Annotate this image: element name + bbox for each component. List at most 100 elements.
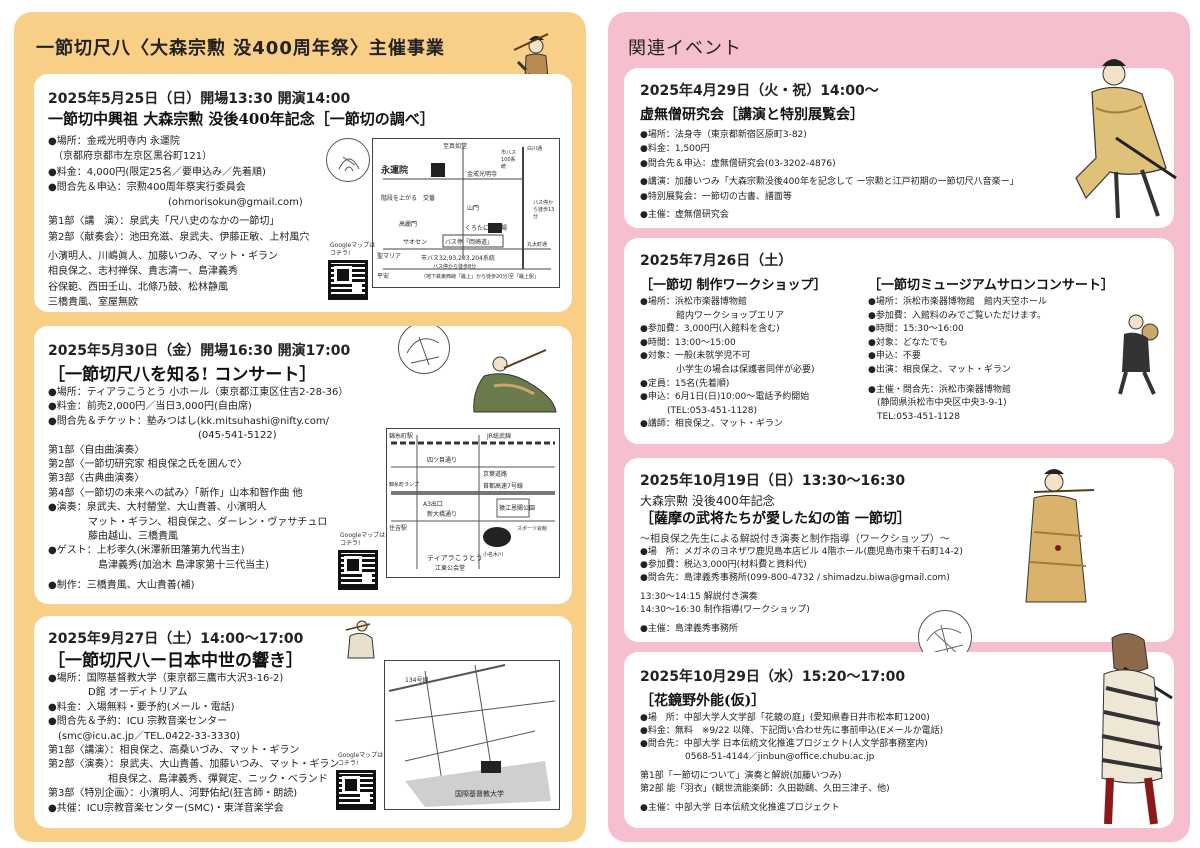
detail-line: 0568-51-4144／jinbun@office.chubu.ac.jp	[640, 752, 875, 762]
detail-line: D館 オーディトリアム	[48, 687, 188, 699]
workshop-title: ［一節切 制作ワークショップ］	[640, 278, 827, 293]
event-date: 2025年10月19日（日）13:30〜16:30	[640, 473, 906, 489]
detail-line: （京都府京都市左京区黒谷町121）	[48, 151, 213, 163]
detail-line: ●場 所：中部大学人文学部「花鏡の庭」(愛知県春日井市松本町1200)	[640, 713, 930, 723]
map-label: 新大橋通り	[427, 511, 458, 518]
detail-line: 第2部〈献奏会〉：池田充滋、泉武夫、伊藤正敏、上村風穴	[48, 231, 310, 243]
detail-line: (smc@icu.ac.jp／TEL.0422-33-3330)	[48, 730, 240, 742]
detail-line: ●場所：ティアラこうとう 小ホール（東京都江東区住吉2-28-36）	[48, 387, 349, 398]
detail-line: ●制作：三橋貴風、大山貴善(補)	[48, 580, 195, 592]
map-tiara-koto: 錦糸町駅 JR総武線 四ツ目通り 京葉道路 首都高速7号線 錦糸町ランプ 新大橋…	[386, 428, 560, 578]
right-panel: 関連イベント 2025年4月29日（火・祝）14:00〜 虚無僧研究会［講演と特…	[608, 12, 1190, 842]
event-card-2025-04-29: 2025年4月29日（火・祝）14:00〜 虚無僧研究会［講演と特別展覧会］ ●…	[624, 68, 1174, 228]
event-card-2025-09-27: 2025年9月27日（土）14:00〜17:00 ［一節切尺八ー日本中世の響き］…	[34, 616, 572, 828]
detail-line: 館内ワークショップエリア	[640, 310, 785, 321]
noh-performer-illustration	[1101, 633, 1173, 825]
event-details: ●場所：金戒光明寺内 永運院 （京都府京都市左京区黒谷町121） ●料金：4,0…	[48, 134, 309, 310]
detail-line: ●料金：無料 ※9/22 以降、下記問い合わせ先に事前申込(Eメールか電話)	[640, 726, 944, 736]
detail-line: 第2部 能「羽衣」(観世流能楽師：久田勘鷗、久田三津子、他)	[640, 784, 890, 794]
detail-line: ●主催：中部大学 日本伝統文化推進プロジェクト	[640, 803, 840, 813]
event-title: ［一節切尺八ー日本中世の響き］	[48, 651, 303, 671]
map-label: バス停から徒歩8分	[433, 264, 477, 270]
detail-line: 小濱明人、川嶋眞人、加藤いつみ、マット・ギラン	[48, 251, 278, 263]
map-label: 永運院	[381, 166, 409, 176]
detail-line: (045-541-5122)	[48, 430, 277, 442]
detail-line: ●主催：島津義秀事務所	[640, 624, 738, 634]
event-date: 2025年7月26日（土）	[640, 253, 793, 269]
detail-line: 小学生の場合は保護者同伴が必要)	[640, 364, 815, 375]
detail-line: ●時間：15:30〜16:00	[868, 324, 964, 335]
map-label: 住吉駅	[389, 525, 408, 532]
event-date: 2025年9月27日（土）14:00〜17:00	[48, 631, 304, 647]
detail-line: ●対象：どなたでも	[868, 337, 948, 348]
detail-line: マット・ギラン、相良保之、ダーレン・ヴァサチュロ	[48, 516, 328, 528]
qr-caption-line: Googleマップは	[338, 752, 384, 759]
detail-line: 相良保之、島津義秀、彈賀定、ニック・ベランド	[48, 773, 328, 785]
event-card-2025-10-19: 2025年10月19日（日）13:30〜16:30 大森宗勲 没後400年記念 …	[624, 458, 1174, 642]
map-label: 聖マリア	[377, 253, 402, 260]
map-label: 国際基督教大学	[455, 790, 504, 798]
event-title: ［花鏡野外能(仮)］	[640, 693, 766, 709]
detail-line: ●講師：相良保之、マット・ギラン	[640, 419, 783, 430]
detail-line: 相良保之、志村禅保、貴志清一、島津義秀	[48, 266, 238, 278]
detail-line: 第1部〈講 演〉：泉武夫「尺八史のなかの一節切」	[48, 216, 280, 228]
event-details: ●場所：法身寺（東京都新宿区原町3-82) ●料金：1,500円 ●問合先＆申込…	[640, 128, 1019, 222]
detail-line: 第1部「一節切について」演奏と解説(加藤いつみ)	[640, 771, 842, 781]
map-label: 山門	[467, 205, 480, 212]
detail-line: 第1部〈講演〉：相良保之、高桑いづみ、マット・ギラン	[48, 745, 300, 757]
dancing-samurai-illustration	[1075, 59, 1177, 219]
qr-code[interactable]	[338, 550, 378, 590]
detail-line: ●場所：浜松市楽器博物館 館内天空ホール	[868, 297, 1047, 307]
detail-line: ●主催・問合先：浜松市楽器博物館	[868, 384, 1011, 395]
seated-flute-player-illustration	[473, 349, 557, 413]
map-label: A3出口	[423, 501, 443, 508]
detail-line: ●場所：浜松市楽器博物館	[640, 297, 747, 307]
map-label: 猿江恩賜公園	[499, 505, 536, 512]
event-subtitle: 大森宗勲 没後400年記念	[640, 494, 775, 508]
map-label: 四ツ目通り	[427, 457, 458, 464]
event-date: 2025年5月25日（日）開場13:30 開演14:00	[48, 91, 351, 107]
event-title: 虚無僧研究会［講演と特別展覧会］	[640, 107, 864, 123]
detail-line: 第3部〈古典曲演奏〉	[48, 473, 145, 485]
map-label: バス停から徒歩13分	[533, 200, 555, 220]
map-label: ティアラこうとう	[427, 554, 483, 562]
event-title: ［一節切尺八を知る! コンサート］	[48, 365, 317, 385]
detail-line: ●問合先＆申込：虚無僧研究会(03-3202-4876)	[640, 158, 836, 169]
detail-line: ●時間：13:00〜15:00	[640, 337, 736, 348]
detail-line: ●申込：不要	[868, 351, 921, 362]
qr-caption-line: コチラ!	[340, 540, 361, 547]
detail-line: 第2部〈演奏〉：泉武夫、大山貴善、加藤いつみ、マット・ギラン	[48, 759, 340, 771]
detail-line: 第4部〈一節切の未来への試み〉「新作」山本和智作曲 他	[48, 487, 303, 499]
detail-line: ●料金：入場無料・要予約(メール・電話)	[48, 701, 235, 713]
detail-line: ●参加費：3,000円(入館料を含む)	[640, 324, 780, 335]
detail-line: ●ゲスト：上杉孝久(米澤新田藩第九代当主)	[48, 545, 245, 557]
event-details: ●場 所：中部大学人文学部「花鏡の庭」(愛知県春日井市松本町1200) ●料金：…	[640, 712, 943, 815]
qr-code[interactable]	[328, 260, 368, 300]
map-label: 白川通	[527, 146, 543, 152]
qr-caption-line: コチラ!	[338, 760, 359, 767]
map-label: 市バス100系統	[501, 150, 517, 170]
event-date: 2025年4月29日（火・祝）14:00〜	[640, 83, 879, 99]
map-label: バス停「岡崎道」	[445, 239, 494, 246]
detail-line: ●特別展覧会：一節切の古書、譜面等	[640, 191, 792, 202]
map-label: 江東公会堂	[435, 565, 466, 572]
map-label: 134号線	[405, 677, 429, 684]
qr-caption-line: Googleマップは	[330, 242, 376, 249]
event-card-2025-05-25: 2025年5月25日（日）開場13:30 開演14:00 一節切中興祖 大森宗勲…	[34, 74, 572, 312]
detail-line: (静岡県浜松市中央区中央3-9-1)	[868, 398, 1007, 409]
qr-caption: Googleマップは コチラ!	[338, 752, 383, 768]
sketch-stamp	[398, 326, 450, 374]
detail-line: ●定員：15名(先着順)	[640, 378, 730, 389]
detail-line: ●問合先＆予約：ICU 宗教音楽センター	[48, 716, 228, 728]
left-panel: 一節切尺八〈大森宗勲 没400周年祭〉主催事業 2025年5月25日（日）開場1…	[14, 12, 586, 842]
detail-line: ●主催：虚無僧研究会	[640, 210, 729, 221]
event-details: ●場 所：メガネのヨネザワ鹿児島本店ビル 4階ホール(鹿児島市東千石町14-2)…	[640, 546, 963, 636]
detail-line: (TEL:053-451-1128)	[640, 405, 758, 416]
map-label: くろたに駐車場	[465, 225, 508, 232]
detail-line: ●問合先＆申込：宗勲400周年祭実行委員会	[48, 181, 246, 193]
map-label: （地下鉄東西線「蹴上」から徒歩20分）	[421, 274, 513, 280]
event-title: 一節切中興祖 大森宗勲 没後400年記念［一節切の調べ］	[48, 110, 435, 128]
detail-line: TEL:053-451-1128	[868, 411, 960, 422]
map-label: 交番	[423, 195, 436, 202]
qr-code[interactable]	[336, 770, 376, 810]
